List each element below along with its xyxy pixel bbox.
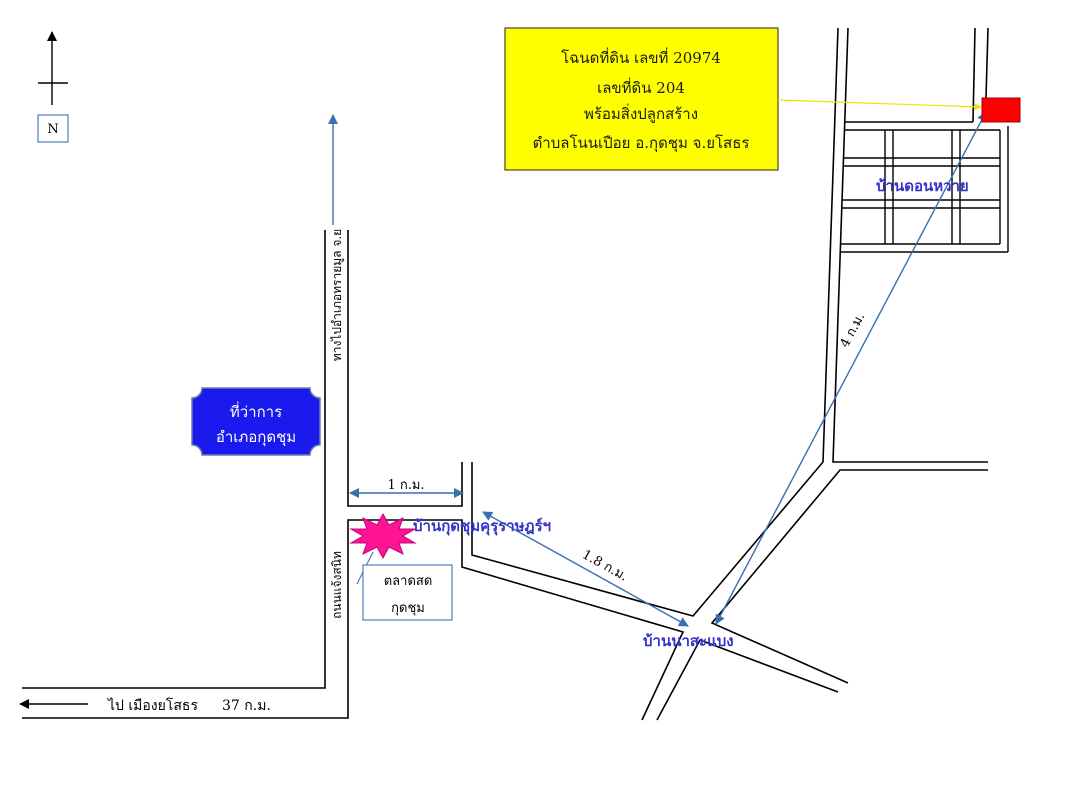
market-line-1: ตลาดสด bbox=[384, 574, 433, 589]
don-wai-road-east-edge bbox=[832, 27, 988, 463]
main-road-east-edge-south bbox=[22, 519, 685, 721]
main-road-west-edge bbox=[22, 230, 326, 689]
district-office-line-2: อำเภอกุดชุม bbox=[216, 428, 296, 447]
property-title-deed: โฉนดที่ดิน เลขที่ 20974 bbox=[561, 47, 721, 67]
property-land-number: เลขที่ดิน 204 bbox=[597, 77, 685, 97]
district-office-line-1: ที่ว่าการ bbox=[230, 401, 282, 421]
compass-label: N bbox=[47, 122, 58, 137]
don-wai-road-south-edge bbox=[710, 469, 988, 684]
property-info-box: โฉนดที่ดิน เลขที่ 20974 เลขที่ดิน 204 พร… bbox=[504, 27, 779, 171]
village-label-na-sabaeng: บ้านนาสะแบง bbox=[643, 632, 734, 650]
village-label-kut-chum-khuru: บ้านกุดชุมคุรุราษฎร์ฯ bbox=[413, 517, 551, 536]
property-location-marker bbox=[981, 97, 1021, 123]
property-location: ตำบลโนนเปือย อ.กุดชุม จ.ยโสธร bbox=[533, 134, 750, 153]
north-arrow-icon: N bbox=[37, 31, 69, 143]
main-road-label: ถนนแจ้งสนิท bbox=[330, 551, 344, 619]
na-sabaeng-road-south-edge bbox=[656, 639, 839, 721]
main-road-east-edge-north bbox=[347, 230, 463, 507]
market-label-box: ตลาดสด กุดชุม bbox=[362, 564, 453, 621]
property-road-east-edge bbox=[985, 27, 989, 99]
property-road-west-edge bbox=[972, 27, 976, 123]
to-yasothon-label: ไป เมืองยโสธร bbox=[107, 697, 198, 714]
north-road-label: ทางไปอำเภอทรายมูล จ.ย bbox=[330, 229, 345, 361]
distance-markers bbox=[328, 111, 987, 627]
distance-arrow-na-sabaeng-don-wai bbox=[715, 111, 987, 625]
property-box-background bbox=[504, 27, 779, 171]
compass-label-box bbox=[37, 114, 69, 143]
property-buildings: พร้อมสิ่งปลูกสร้าง bbox=[584, 103, 698, 123]
distance-arrow-khuru-na-sabaeng bbox=[482, 511, 689, 627]
district-office-plaque: ที่ว่าการ อำเภอกุดชุม bbox=[191, 387, 321, 456]
property-pointer-line bbox=[777, 99, 982, 111]
distance-label-office-khuru: 1 ก.ม. bbox=[387, 478, 424, 493]
to-yasothon-distance: 37 ก.ม. bbox=[222, 698, 271, 714]
village-label-don-wai: บ้านดอนหวาย bbox=[876, 177, 969, 195]
market-box-background bbox=[362, 564, 453, 621]
starburst-icon bbox=[349, 512, 417, 560]
district-office-background bbox=[191, 387, 321, 456]
market-line-2: กุดชุม bbox=[391, 601, 425, 616]
